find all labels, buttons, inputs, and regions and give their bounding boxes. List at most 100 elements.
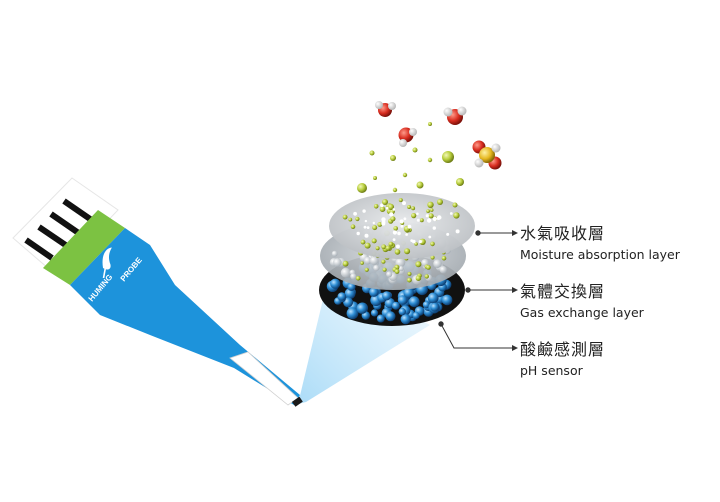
floating-particles <box>357 122 464 208</box>
green-bead <box>382 267 387 272</box>
probe-green-band <box>43 210 125 285</box>
pore-dot <box>366 226 370 230</box>
green-bead <box>373 204 379 209</box>
water-molecule-icon <box>398 127 417 147</box>
pore-dot <box>407 224 412 229</box>
blue-bead <box>370 309 379 317</box>
gas-exchange-label: 氣體交換層 Gas exchange layer <box>520 282 644 322</box>
green-bead <box>429 208 434 212</box>
probe: HUMING PROBE <box>12 177 303 407</box>
water-molecule-icon <box>443 106 467 125</box>
pore-dot <box>392 230 397 235</box>
green-bead <box>398 198 403 203</box>
green-bead <box>360 239 366 245</box>
probe-contacts <box>24 198 95 261</box>
blue-bead <box>441 294 453 306</box>
moisture-absorption-layer <box>329 193 475 259</box>
pore-dot <box>449 212 453 215</box>
blue-bead <box>430 302 440 312</box>
pore-dot <box>418 240 422 244</box>
green-bead <box>342 260 349 267</box>
gas-bead <box>363 256 372 265</box>
blue-bead <box>400 314 411 325</box>
probe-white-strip <box>229 351 299 406</box>
blue-bead <box>347 282 356 291</box>
green-bead <box>387 203 394 210</box>
green-bead <box>394 269 400 274</box>
blue-bead <box>356 302 368 314</box>
gas-bead <box>373 264 380 272</box>
green-bead <box>414 242 418 246</box>
leader-lines <box>438 230 518 351</box>
green-bead <box>453 212 460 219</box>
pore-dot <box>416 212 419 216</box>
pore-dot <box>356 231 360 236</box>
green-bead <box>441 255 447 261</box>
green-bead <box>348 217 353 222</box>
green-bead <box>390 216 396 222</box>
floating-particle <box>373 176 377 180</box>
moisture-absorption-zh: 水氣吸收層 <box>520 224 606 243</box>
pore-dot <box>395 244 400 249</box>
pore-dot <box>416 218 420 222</box>
gas-bead <box>333 258 342 267</box>
green-bead <box>411 206 416 211</box>
gas-bead <box>398 265 404 272</box>
green-bead <box>404 248 411 255</box>
floating-particle <box>437 199 443 205</box>
pore-dot <box>364 219 368 223</box>
moisture-absorption-en: Moisture absorption layer <box>520 247 680 262</box>
green-bead <box>427 201 434 208</box>
floating-particle <box>452 202 458 208</box>
floating-particle <box>390 155 396 161</box>
blue-bead <box>422 301 430 309</box>
moisture-absorption-label: 水氣吸收層 Moisture absorption layer <box>520 224 680 264</box>
floating-particle <box>412 147 418 153</box>
green-bead <box>424 274 429 279</box>
pore-dot <box>363 225 367 229</box>
blue-bead <box>427 292 439 304</box>
green-bead <box>355 276 361 281</box>
green-bead <box>426 265 431 270</box>
pore-dot <box>405 233 408 236</box>
green-bead <box>388 241 394 247</box>
green-bead <box>419 218 424 223</box>
blue-bead <box>376 314 385 323</box>
water-molecule-icon <box>375 101 396 117</box>
blue-bead <box>382 291 392 301</box>
pore-dot <box>403 217 407 221</box>
green-bead <box>430 255 435 260</box>
floating-particle <box>428 122 432 126</box>
gas-bead <box>350 273 357 280</box>
floating-particle <box>392 187 398 193</box>
pore-dot <box>381 217 386 222</box>
ph-sensor-label: 酸鹼感測層 pH sensor <box>520 340 605 380</box>
green-bead <box>411 213 417 219</box>
blue-bead <box>403 287 414 299</box>
green-bead <box>381 259 386 264</box>
green-bead <box>385 245 391 251</box>
pore-dot <box>392 208 396 211</box>
pore-dot <box>400 224 404 228</box>
floating-particle <box>416 181 424 189</box>
green-bead <box>355 216 360 222</box>
pore-dot <box>392 238 396 242</box>
pore-dot <box>380 203 384 207</box>
floating-particle <box>442 151 454 163</box>
blue-bead <box>398 307 406 316</box>
gas-bead <box>433 259 442 269</box>
hummingbird-logo-icon <box>102 247 112 279</box>
green-bead <box>430 241 435 247</box>
blue-bead <box>397 295 408 305</box>
green-bead <box>342 214 348 220</box>
green-bead <box>415 261 422 268</box>
pore-dot <box>410 239 414 243</box>
pore-dot <box>446 232 450 236</box>
green-bead <box>364 267 369 272</box>
blue-bead <box>346 307 359 320</box>
blue-bead <box>344 288 356 299</box>
gas-bead <box>439 266 447 274</box>
blue-bead <box>385 311 396 322</box>
green-bead <box>379 206 386 212</box>
